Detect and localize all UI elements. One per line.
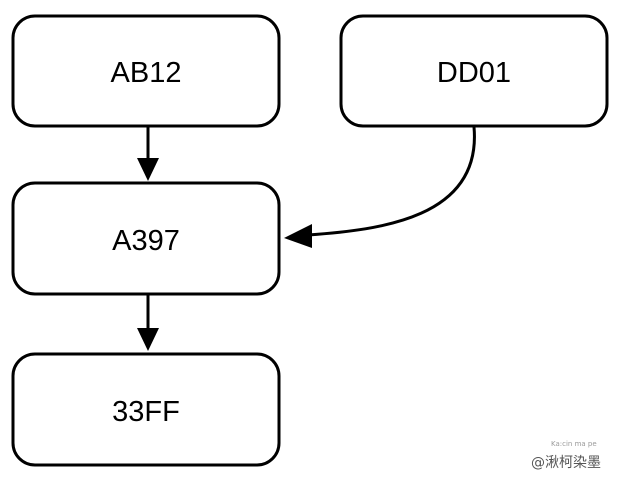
node-a397-box[interactable] — [11, 181, 281, 296]
node-ab12-box[interactable] — [11, 14, 281, 128]
arrowhead-a397-to-33ff — [137, 328, 159, 351]
node-33ff-box[interactable] — [11, 352, 281, 467]
arrowhead-dd01-to-a397 — [284, 224, 312, 248]
edges-group — [137, 126, 476, 351]
edge-dd01-to-a397 — [307, 126, 476, 237]
arrowhead-ab12-to-a397 — [137, 158, 159, 181]
node-a397-label: A397 — [112, 225, 180, 257]
node-dd01-box[interactable] — [339, 14, 609, 128]
node-33ff-label: 33FF — [112, 396, 180, 428]
node-ab12[interactable]: AB12 — [11, 14, 281, 128]
node-dd01[interactable]: DD01 — [339, 14, 609, 128]
watermark-small-text: Ka:cin ma pe — [551, 440, 597, 448]
node-ab12-label: AB12 — [111, 57, 182, 89]
node-dd01-label: DD01 — [437, 57, 511, 89]
watermark-text: @湫柯染墨 — [531, 455, 601, 471]
node-33ff[interactable]: 33FF — [11, 352, 281, 467]
node-a397[interactable]: A397 — [11, 181, 281, 296]
